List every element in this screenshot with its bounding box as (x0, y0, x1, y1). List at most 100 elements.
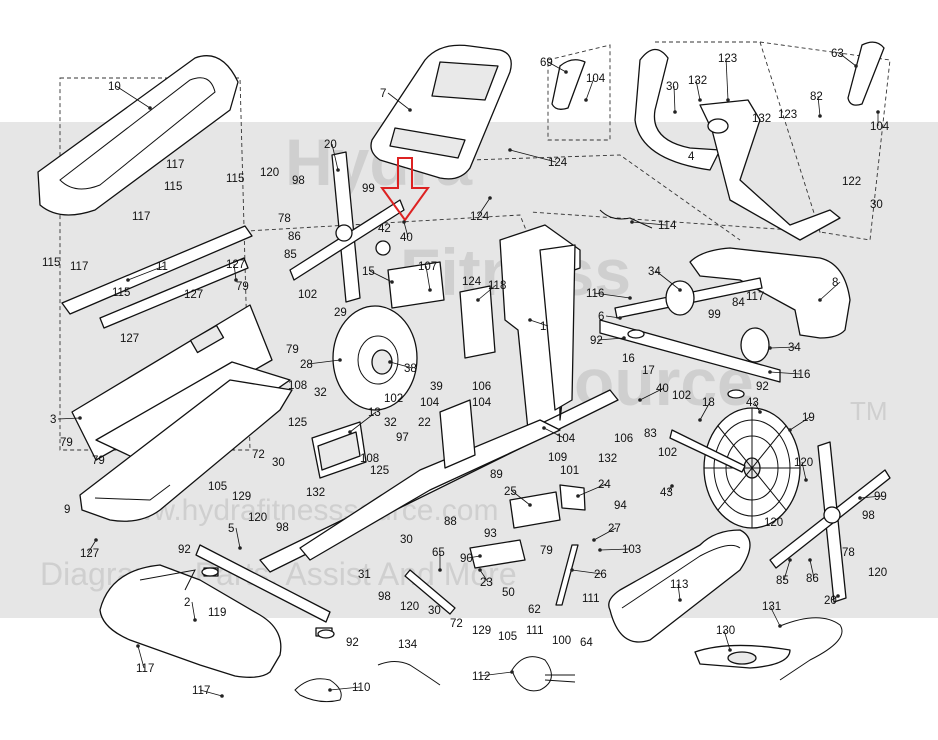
callout-c69: 69 (540, 57, 553, 69)
callout-c120e: 120 (868, 567, 887, 579)
callout-c99b: 99 (708, 309, 721, 321)
part-chest-strap (694, 617, 843, 681)
callout-c88: 88 (444, 516, 457, 528)
leader-c63 (838, 52, 857, 67)
leader-end-c117e (136, 644, 140, 648)
callout-c85b: 85 (776, 575, 789, 587)
leader-c8 (819, 281, 841, 301)
leader-end-c20a (336, 168, 340, 172)
leader-end-c30a (673, 110, 677, 114)
callout-c104d: 104 (472, 397, 492, 409)
callout-c1: 1 (540, 321, 546, 333)
leader-c40a (403, 221, 409, 238)
callout-c11: 11 (156, 261, 168, 273)
leader-end-c40b (638, 398, 642, 402)
leader-c23 (479, 569, 489, 583)
callout-c4: 4 (688, 151, 695, 163)
callout-c23: 23 (480, 577, 493, 589)
part-pedal-arm-left (289, 151, 405, 303)
callout-c89: 89 (490, 469, 503, 481)
part-rear-cover (689, 247, 851, 339)
leader-end-c117f (220, 694, 224, 698)
callout-c25: 25 (504, 486, 517, 498)
callout-c27: 27 (608, 523, 621, 535)
part-handle-grips (551, 41, 885, 110)
leader-c114 (631, 221, 667, 226)
leader-c124a (509, 149, 557, 163)
leader-c3 (57, 417, 81, 420)
leader-c5 (235, 527, 241, 549)
leader-end-c38 (388, 360, 392, 364)
leader-c30a (673, 85, 676, 113)
callout-c120a: 120 (260, 167, 279, 179)
leader-c112 (479, 671, 513, 677)
callout-c20a: 20 (324, 139, 337, 151)
part-upright (459, 285, 496, 359)
leader-end-c116b (768, 370, 772, 374)
callout-c122: 122 (842, 176, 861, 188)
leader-c99c (859, 495, 883, 499)
callout-c42: 42 (378, 223, 391, 235)
leader-c132a (695, 79, 701, 101)
callout-c6: 6 (598, 311, 604, 323)
leader-c13 (349, 411, 377, 433)
callout-c105b: 105 (498, 631, 517, 643)
callout-c125b: 125 (370, 465, 389, 477)
leader-end-c20b (836, 594, 840, 598)
callout-c105a: 105 (208, 481, 227, 493)
leader-c82 (817, 95, 821, 117)
leader-end-c63 (854, 64, 858, 68)
callout-c124c: 124 (462, 276, 482, 288)
part-flywheel-pulley (332, 240, 418, 411)
highlight-arrow (380, 157, 430, 222)
callout-c109: 109 (548, 452, 567, 464)
leader-end-c90 (478, 554, 482, 558)
leader-end-c112 (510, 670, 514, 674)
callout-c39: 39 (430, 381, 443, 393)
callout-c63: 63 (831, 48, 844, 60)
leader-c1 (529, 319, 549, 327)
callout-c117f: 117 (192, 685, 210, 697)
watermark-url: www.hydrafitnesssource.com (109, 494, 498, 527)
leader-end-c131 (778, 624, 782, 628)
part-mount-bracket (509, 484, 586, 529)
part-bracket (439, 399, 476, 469)
callout-c117c: 117 (70, 261, 88, 273)
leader-c116a (593, 292, 631, 299)
part-cables (294, 209, 653, 703)
callout-c104b: 104 (870, 121, 890, 133)
callout-c5: 5 (228, 523, 234, 535)
callout-c83: 83 (644, 428, 657, 440)
callout-c120d: 120 (764, 517, 783, 529)
leader-c34a (655, 270, 681, 291)
leader-c113 (677, 583, 681, 601)
leader-end-c5 (238, 546, 242, 550)
part-leveling-feet (201, 329, 745, 639)
callout-c30e: 30 (428, 605, 441, 617)
leader-c130 (723, 629, 731, 651)
leader-end-c1 (528, 318, 532, 322)
leader-end-c116a (628, 296, 632, 300)
callout-c17: 17 (642, 365, 655, 377)
callout-c134: 134 (398, 639, 418, 651)
callout-c98d: 98 (378, 591, 391, 603)
leader-c110 (329, 686, 361, 691)
leader-end-c28 (338, 358, 342, 362)
leader-end-c13 (348, 430, 352, 434)
leader-c103 (599, 548, 631, 551)
leader-end-c104a (584, 98, 588, 102)
leader-c43a (753, 401, 761, 413)
callout-c79d: 79 (92, 455, 105, 467)
leader-c25 (511, 490, 531, 506)
leader-c18 (699, 401, 711, 421)
leader-c2 (191, 601, 196, 621)
leader-end-c132a (698, 98, 702, 102)
callout-c72a: 72 (252, 449, 265, 461)
callout-c30c: 30 (272, 457, 285, 469)
leader-end-c82 (818, 114, 822, 118)
callout-c32a: 32 (314, 387, 327, 399)
leader-end-c107 (428, 288, 432, 292)
callout-c115d: 115 (112, 287, 130, 299)
callout-c120f: 120 (400, 601, 419, 613)
leader-c27 (593, 527, 617, 541)
